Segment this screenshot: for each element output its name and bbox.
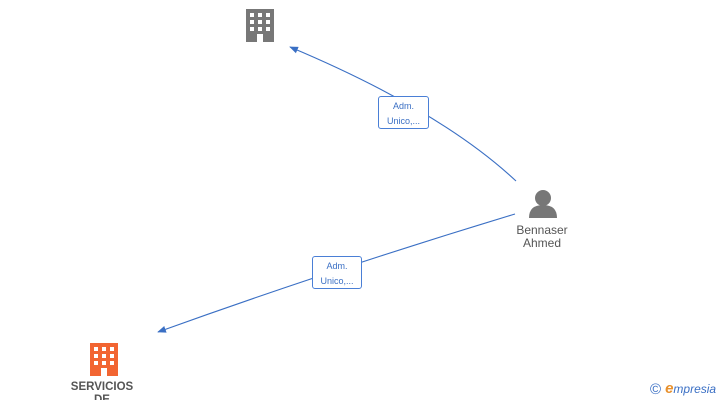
edge-label-line1: Adm.: [326, 261, 348, 271]
company-name-line2: DE: [94, 394, 110, 400]
edge-label-top[interactable]: Adm. Unico,...: [378, 96, 429, 129]
person-name-label[interactable]: Bennaser Ahmed: [500, 224, 584, 250]
copyright-icon: ©: [650, 381, 662, 398]
edge-label-line2: Unico,...: [386, 116, 420, 126]
company-name-label[interactable]: SERVICIOS DE: [50, 381, 154, 400]
building-icon[interactable]: [246, 9, 274, 42]
brand-logo: ©empresia: [650, 380, 716, 398]
edge-label-line1: Adm.: [392, 101, 414, 111]
brand-name: mpresia: [673, 382, 717, 396]
brand-initial: e: [665, 380, 674, 397]
person-icon[interactable]: [529, 190, 557, 218]
building-icon[interactable]: [90, 343, 118, 376]
company-name-line1: SERVICIOS: [70, 381, 134, 393]
edge-label-line2: Unico,...: [320, 276, 354, 286]
person-name-line2: Ahmed: [522, 236, 562, 250]
edge-label-bottom[interactable]: Adm. Unico,...: [312, 256, 362, 289]
person-name-line1: Bennaser: [516, 223, 568, 237]
